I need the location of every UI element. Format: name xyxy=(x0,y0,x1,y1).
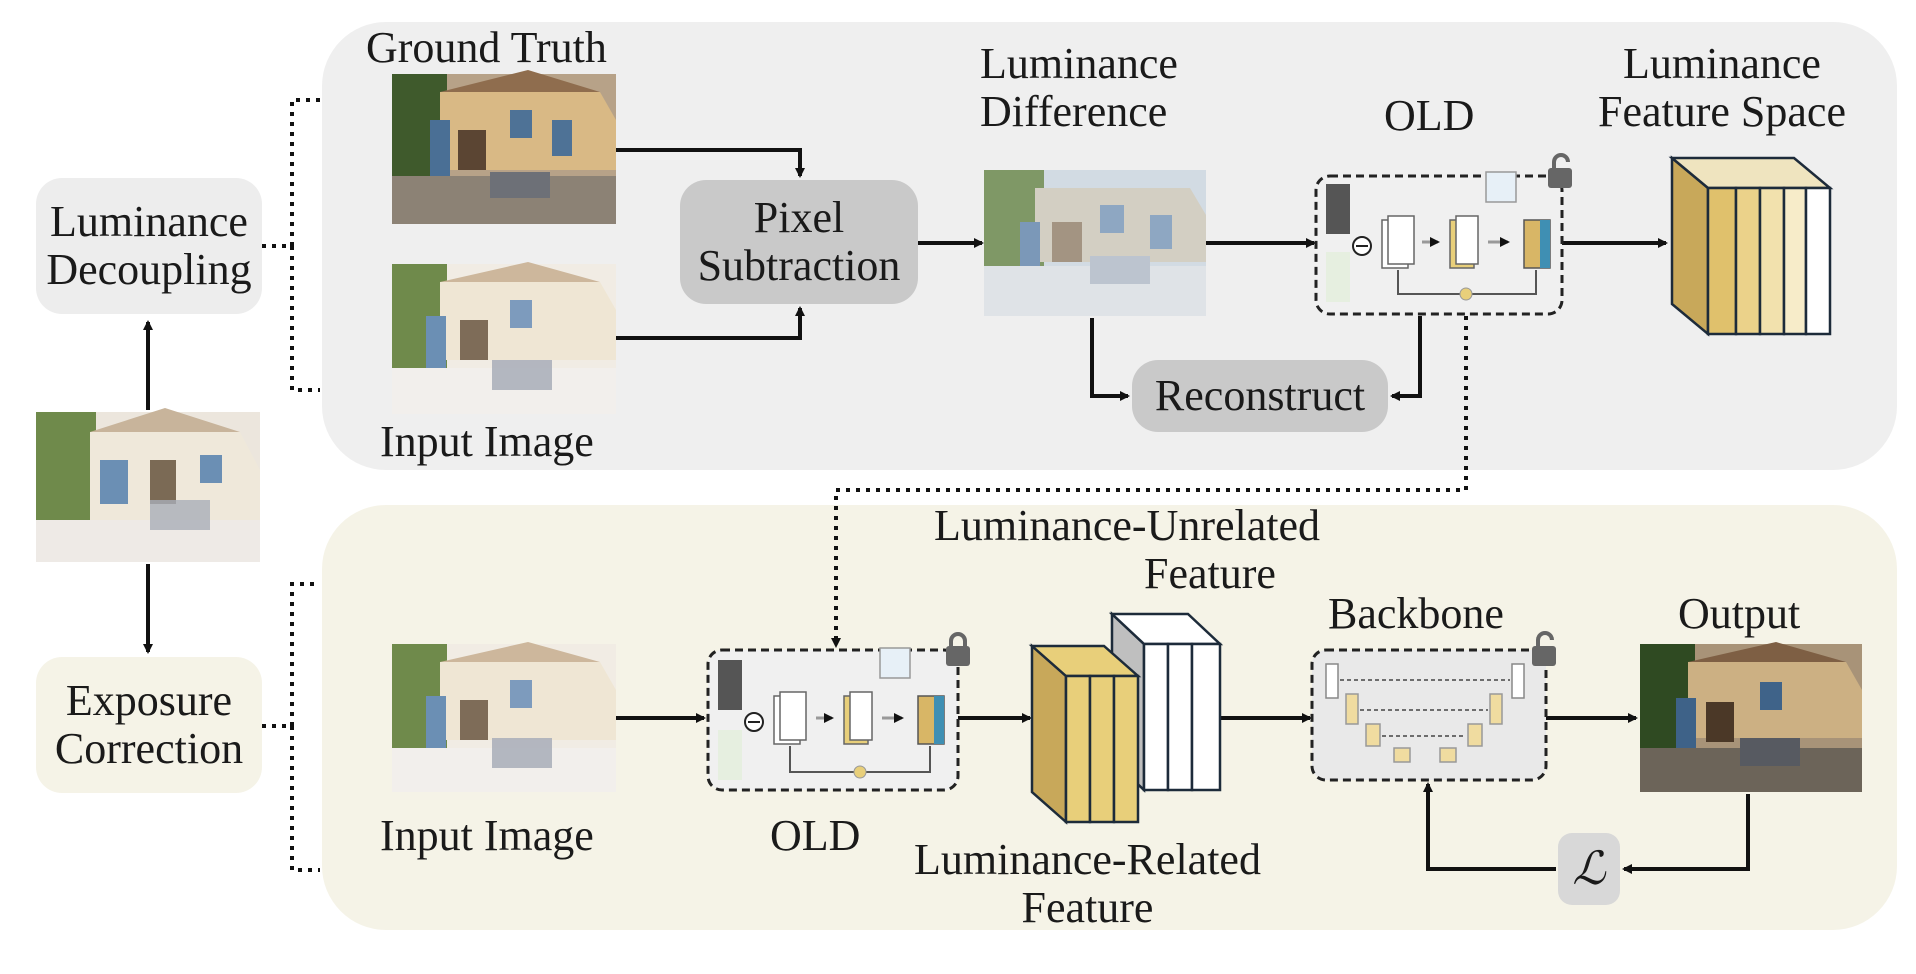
related-line1: Luminance-Related xyxy=(914,835,1261,884)
feature-space-label: Luminance Feature Space xyxy=(1598,39,1846,137)
luminance-difference-label: Luminance Difference xyxy=(980,39,1178,137)
top-old-module xyxy=(1314,171,1564,316)
top-input-photo xyxy=(392,262,616,414)
related-feature-blocks xyxy=(1028,643,1142,825)
reconstruct-box: Reconstruct xyxy=(1132,360,1388,432)
backbone-label: Backbone xyxy=(1328,589,1504,638)
feature-space-blocks xyxy=(1668,155,1834,337)
bottom-input-image-label: Input Image xyxy=(380,811,594,860)
bottom-old-label: OLD xyxy=(770,811,861,860)
pixel-sub-line2: Subtraction xyxy=(697,241,901,290)
pixel-sub-line1: Pixel xyxy=(753,192,845,242)
top-flow-arrows xyxy=(616,148,1668,401)
bottom-old-module xyxy=(706,647,960,792)
related-line2: Feature xyxy=(1021,883,1154,933)
top-old-label: OLD xyxy=(1384,91,1475,140)
pixel-subtraction-box: Pixel Subtraction xyxy=(680,180,918,304)
output-photo xyxy=(1640,642,1862,792)
feature-space-line1: Luminance xyxy=(1623,39,1821,88)
output-label: Output xyxy=(1678,589,1801,638)
correction-line1: Exposure xyxy=(65,675,233,725)
top-bracket xyxy=(262,98,320,392)
luminance-unrelated-label: Luminance-Unrelated Feature xyxy=(934,501,1321,599)
feature-space-line2: Feature Space xyxy=(1598,87,1846,137)
unlock-icon xyxy=(1548,153,1572,188)
top-input-image-label: Input Image xyxy=(380,417,594,466)
loss-box: ℒ xyxy=(1558,833,1620,905)
backbone-unlock-icon xyxy=(1532,631,1556,666)
ground-truth-photo xyxy=(392,70,616,224)
bottom-bracket xyxy=(262,582,320,872)
lum-diff-line2: Difference xyxy=(980,87,1168,137)
unrelated-line2: Feature xyxy=(1144,549,1276,599)
lum-diff-line1: Luminance xyxy=(980,39,1178,88)
exposure-correction-box: Exposure Correction xyxy=(36,657,262,793)
luminance-difference-photo xyxy=(984,170,1206,316)
source-photo xyxy=(36,408,260,562)
correction-line2: Correction xyxy=(54,724,244,773)
lock-icon xyxy=(946,632,970,666)
bottom-input-photo xyxy=(392,642,616,792)
decoupling-line2: Decoupling xyxy=(46,245,252,294)
backbone-module xyxy=(1310,648,1548,782)
bottom-flow-arrows xyxy=(616,713,1750,874)
shared-old-link xyxy=(831,316,1468,648)
unrelated-line1: Luminance-Unrelated xyxy=(934,501,1321,550)
luminance-decoupling-box: Luminance Decoupling xyxy=(36,178,262,314)
reconstruct-label: Reconstruct xyxy=(1154,370,1366,420)
ground-truth-label: Ground Truth xyxy=(366,23,607,72)
decoupling-line1: Luminance xyxy=(50,196,248,246)
loss-label: ℒ xyxy=(1572,842,1606,894)
luminance-related-label: Luminance-Related Feature xyxy=(914,835,1261,933)
